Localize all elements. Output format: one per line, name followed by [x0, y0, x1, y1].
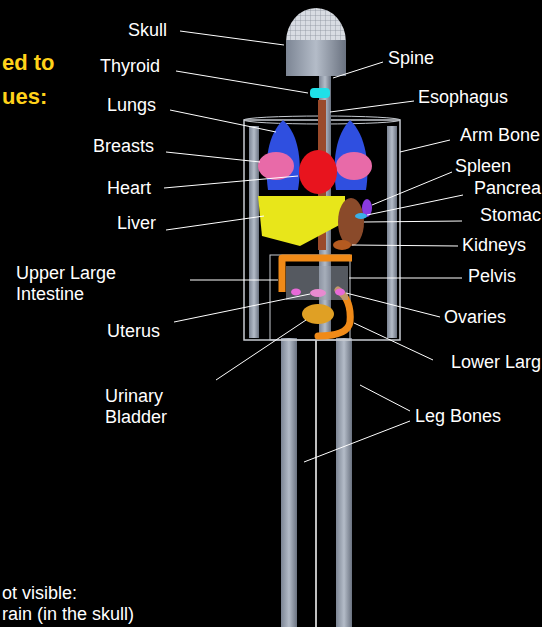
- breast: [336, 152, 372, 180]
- liver: [258, 196, 345, 246]
- organ-label: Lungs: [107, 95, 156, 116]
- organ-label: Liver: [117, 213, 156, 234]
- pancreas: [355, 213, 367, 219]
- organ-label: Esophagus: [418, 87, 508, 108]
- organ-label: Lower Larg: [451, 352, 541, 373]
- note-text: rain (in the skull): [2, 604, 134, 625]
- organ-label: Urinary Bladder: [105, 386, 205, 428]
- leg-bone: [336, 338, 352, 627]
- organ-label: Spleen: [455, 156, 511, 177]
- organ-label: Spine: [388, 48, 434, 69]
- heading-text: ed to: [2, 50, 55, 76]
- organ-label: Leg Bones: [415, 406, 501, 427]
- organ-label: Stomac: [480, 205, 541, 226]
- urinary-bladder: [302, 304, 334, 324]
- pelvis: [286, 266, 348, 300]
- thyroid: [310, 88, 330, 98]
- organ-label: Thyroid: [100, 56, 160, 77]
- heading-text: ues:: [2, 84, 47, 110]
- organ-label: Uterus: [107, 321, 160, 342]
- organ-label: Skull: [128, 20, 167, 41]
- organ-label: Kidneys: [462, 235, 526, 256]
- leg-bone: [281, 338, 297, 627]
- leg-divider: [315, 340, 317, 627]
- organ-label: Pancrea: [474, 178, 541, 199]
- organ-label: Heart: [107, 178, 151, 199]
- stomach: [338, 198, 364, 246]
- organ-label: Ovaries: [444, 307, 506, 328]
- note-text: ot visible:: [2, 583, 77, 604]
- skull-base: [286, 40, 346, 76]
- uterus: [310, 289, 326, 297]
- ovary: [335, 289, 345, 296]
- organ-label: Breasts: [93, 136, 154, 157]
- ovary: [291, 289, 301, 296]
- organ-label: Pelvis: [468, 266, 516, 287]
- kidney: [333, 240, 351, 250]
- breast: [258, 152, 294, 180]
- organ-label: Upper Large Intestine: [16, 263, 146, 305]
- skull-dome: [286, 8, 346, 42]
- organ-label: Arm Bone: [460, 125, 540, 146]
- heart: [299, 150, 337, 194]
- arm-bone: [387, 126, 397, 338]
- trunk-outline: [244, 120, 400, 340]
